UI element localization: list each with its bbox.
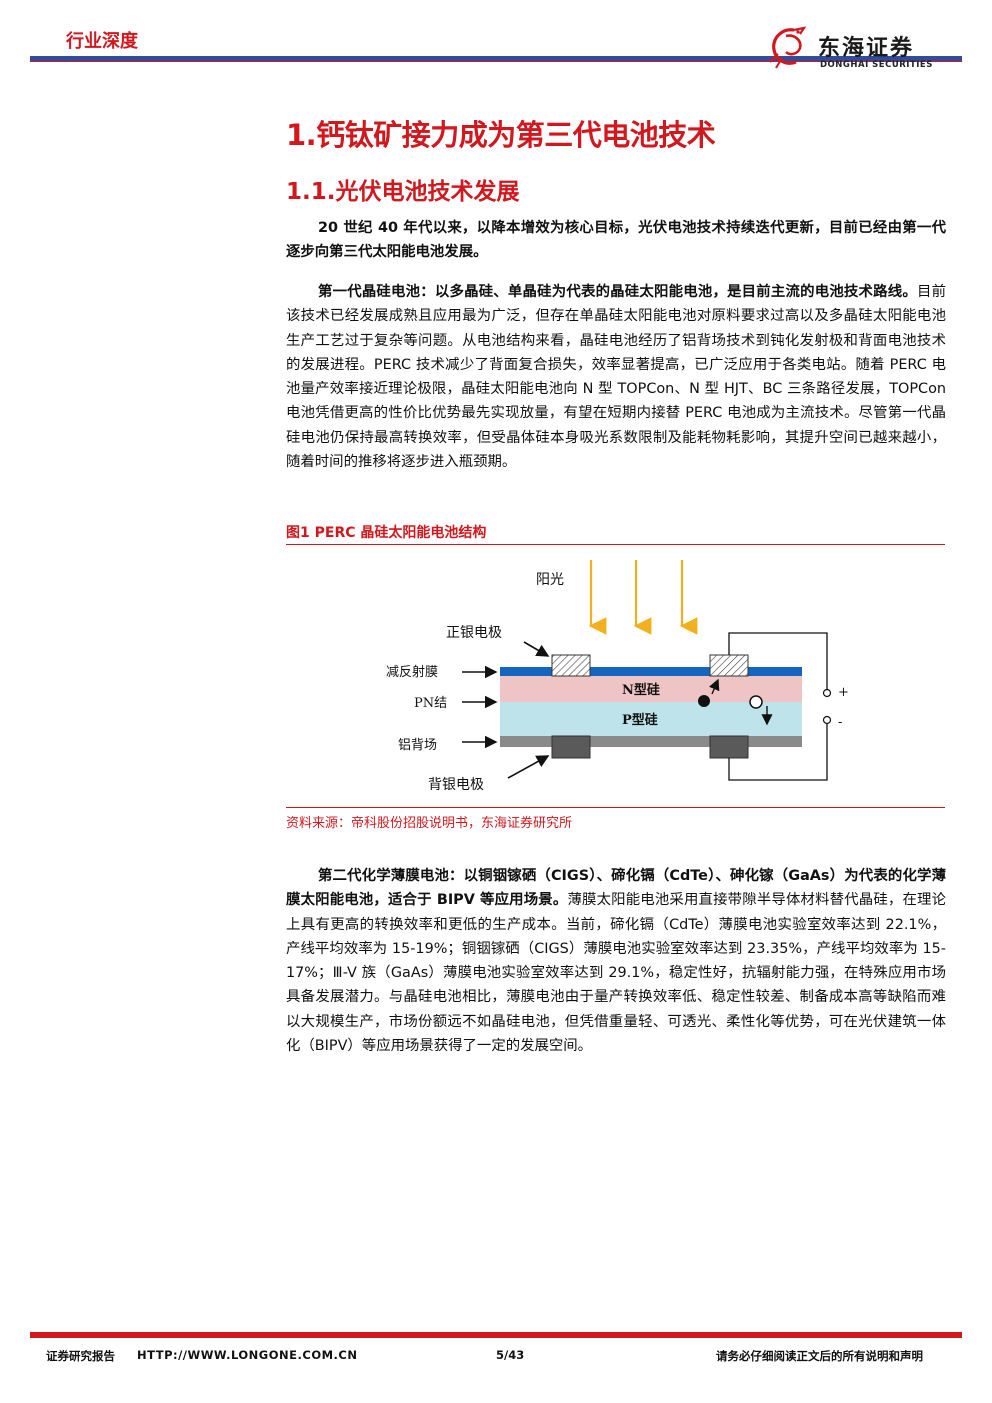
intro-paragraph: 20 世纪 40 年代以来，以降本增效为核心目标，光伏电池技术持续迭代更新，目前… xyxy=(286,220,946,261)
circuit-wire-top xyxy=(728,632,828,689)
second-gen-lead: 第二代化学薄膜电池：以铜铟镓硒（CIGS）、碲化镉（CdTe）、砷化镓（GaAs… xyxy=(286,868,946,909)
antireflection-layer xyxy=(500,667,802,676)
front-electrode-pointer xyxy=(523,641,550,657)
logo-text-cn: 东海证券 xyxy=(818,36,915,61)
label-back-electrode: 背银电极 xyxy=(428,777,484,793)
first-gen-body: 目前该技术已经发展成熟且应用最为广泛，但存在单晶硅太阳能电池对原料要求过高以及多… xyxy=(286,284,946,471)
footer-report-type: 证券研究报告 xyxy=(46,1349,115,1363)
header-rule-red xyxy=(30,61,962,62)
circuit-wire-bottom xyxy=(728,723,828,781)
back-electrode-right xyxy=(709,735,749,759)
first-gen-paragraph: 第一代晶硅电池：以多晶硅、单晶硅为代表的晶硅太阳能电池，是目前主流的电池技术路线… xyxy=(286,280,946,474)
footer-url-link[interactable]: HTTP://WWW.LONGONE.COM.CN xyxy=(137,1348,358,1362)
terminal-positive xyxy=(822,688,832,698)
label-al-bsf: 铝背场 xyxy=(398,738,437,753)
label-plus: + xyxy=(838,685,849,700)
label-n-silicon: N型硅 xyxy=(622,682,660,698)
label-sunlight: 阳光 xyxy=(536,572,564,588)
figure-bottom-rule xyxy=(286,807,945,808)
section-tag: 行业深度 xyxy=(66,31,138,52)
heading-level-1: 1.钙钛矿接力成为第三代电池技术 xyxy=(286,118,716,152)
label-antireflection: 减反射膜 xyxy=(386,664,438,680)
footer-disclaimer: 请务必仔细阅读正文后的所有说明和声明 xyxy=(716,1349,923,1363)
second-gen-body: 薄膜太阳能电池采用直接带隙半导体材料替代晶硅，在理论上具有更高的转换效率和更低的… xyxy=(286,892,946,1055)
front-electrode-right xyxy=(709,654,749,677)
figure-source: 资料来源：帝科股份招股说明书，东海证券研究所 xyxy=(286,816,573,831)
header-rule xyxy=(30,56,962,61)
figure-top-rule xyxy=(286,544,945,545)
label-minus: - xyxy=(838,715,842,730)
dragon-logo-icon xyxy=(769,26,807,69)
footer-rule xyxy=(30,1332,962,1338)
front-electrode-left xyxy=(551,654,591,677)
figure-title: 图1 PERC 晶硅太阳能电池结构 xyxy=(286,525,487,541)
back-electrode-pointer xyxy=(507,755,550,779)
perc-cell-diagram: 阳光 正银电极 N型硅 P型硅 减反射膜 PN结 铝背场 背银电极 + - xyxy=(386,560,849,793)
logo-text-en: DONGHAI SECURITIES xyxy=(820,60,933,70)
terminal-negative xyxy=(822,715,832,725)
second-gen-paragraph: 第二代化学薄膜电池：以铜铟镓硒（CIGS）、碲化镉（CdTe）、砷化镓（GaAs… xyxy=(286,864,946,1058)
back-electrode-left xyxy=(551,735,591,759)
electron-dot xyxy=(698,695,710,707)
label-front-electrode: 正银电极 xyxy=(446,625,502,641)
first-gen-lead: 第一代晶硅电池：以多晶硅、单晶硅为代表的晶硅太阳能电池，是目前主流的电池技术路线… xyxy=(318,284,917,300)
electron-arrow xyxy=(708,678,720,695)
label-p-silicon: P型硅 xyxy=(622,712,658,728)
label-pn-junction: PN结 xyxy=(414,696,447,711)
hole-circle xyxy=(749,695,763,709)
footer-page-number: 5/43 xyxy=(496,1348,525,1362)
heading-level-2: 1.1.光伏电池技术发展 xyxy=(286,179,520,205)
al-bsf-layer xyxy=(500,736,802,747)
p-silicon-layer xyxy=(500,702,802,736)
